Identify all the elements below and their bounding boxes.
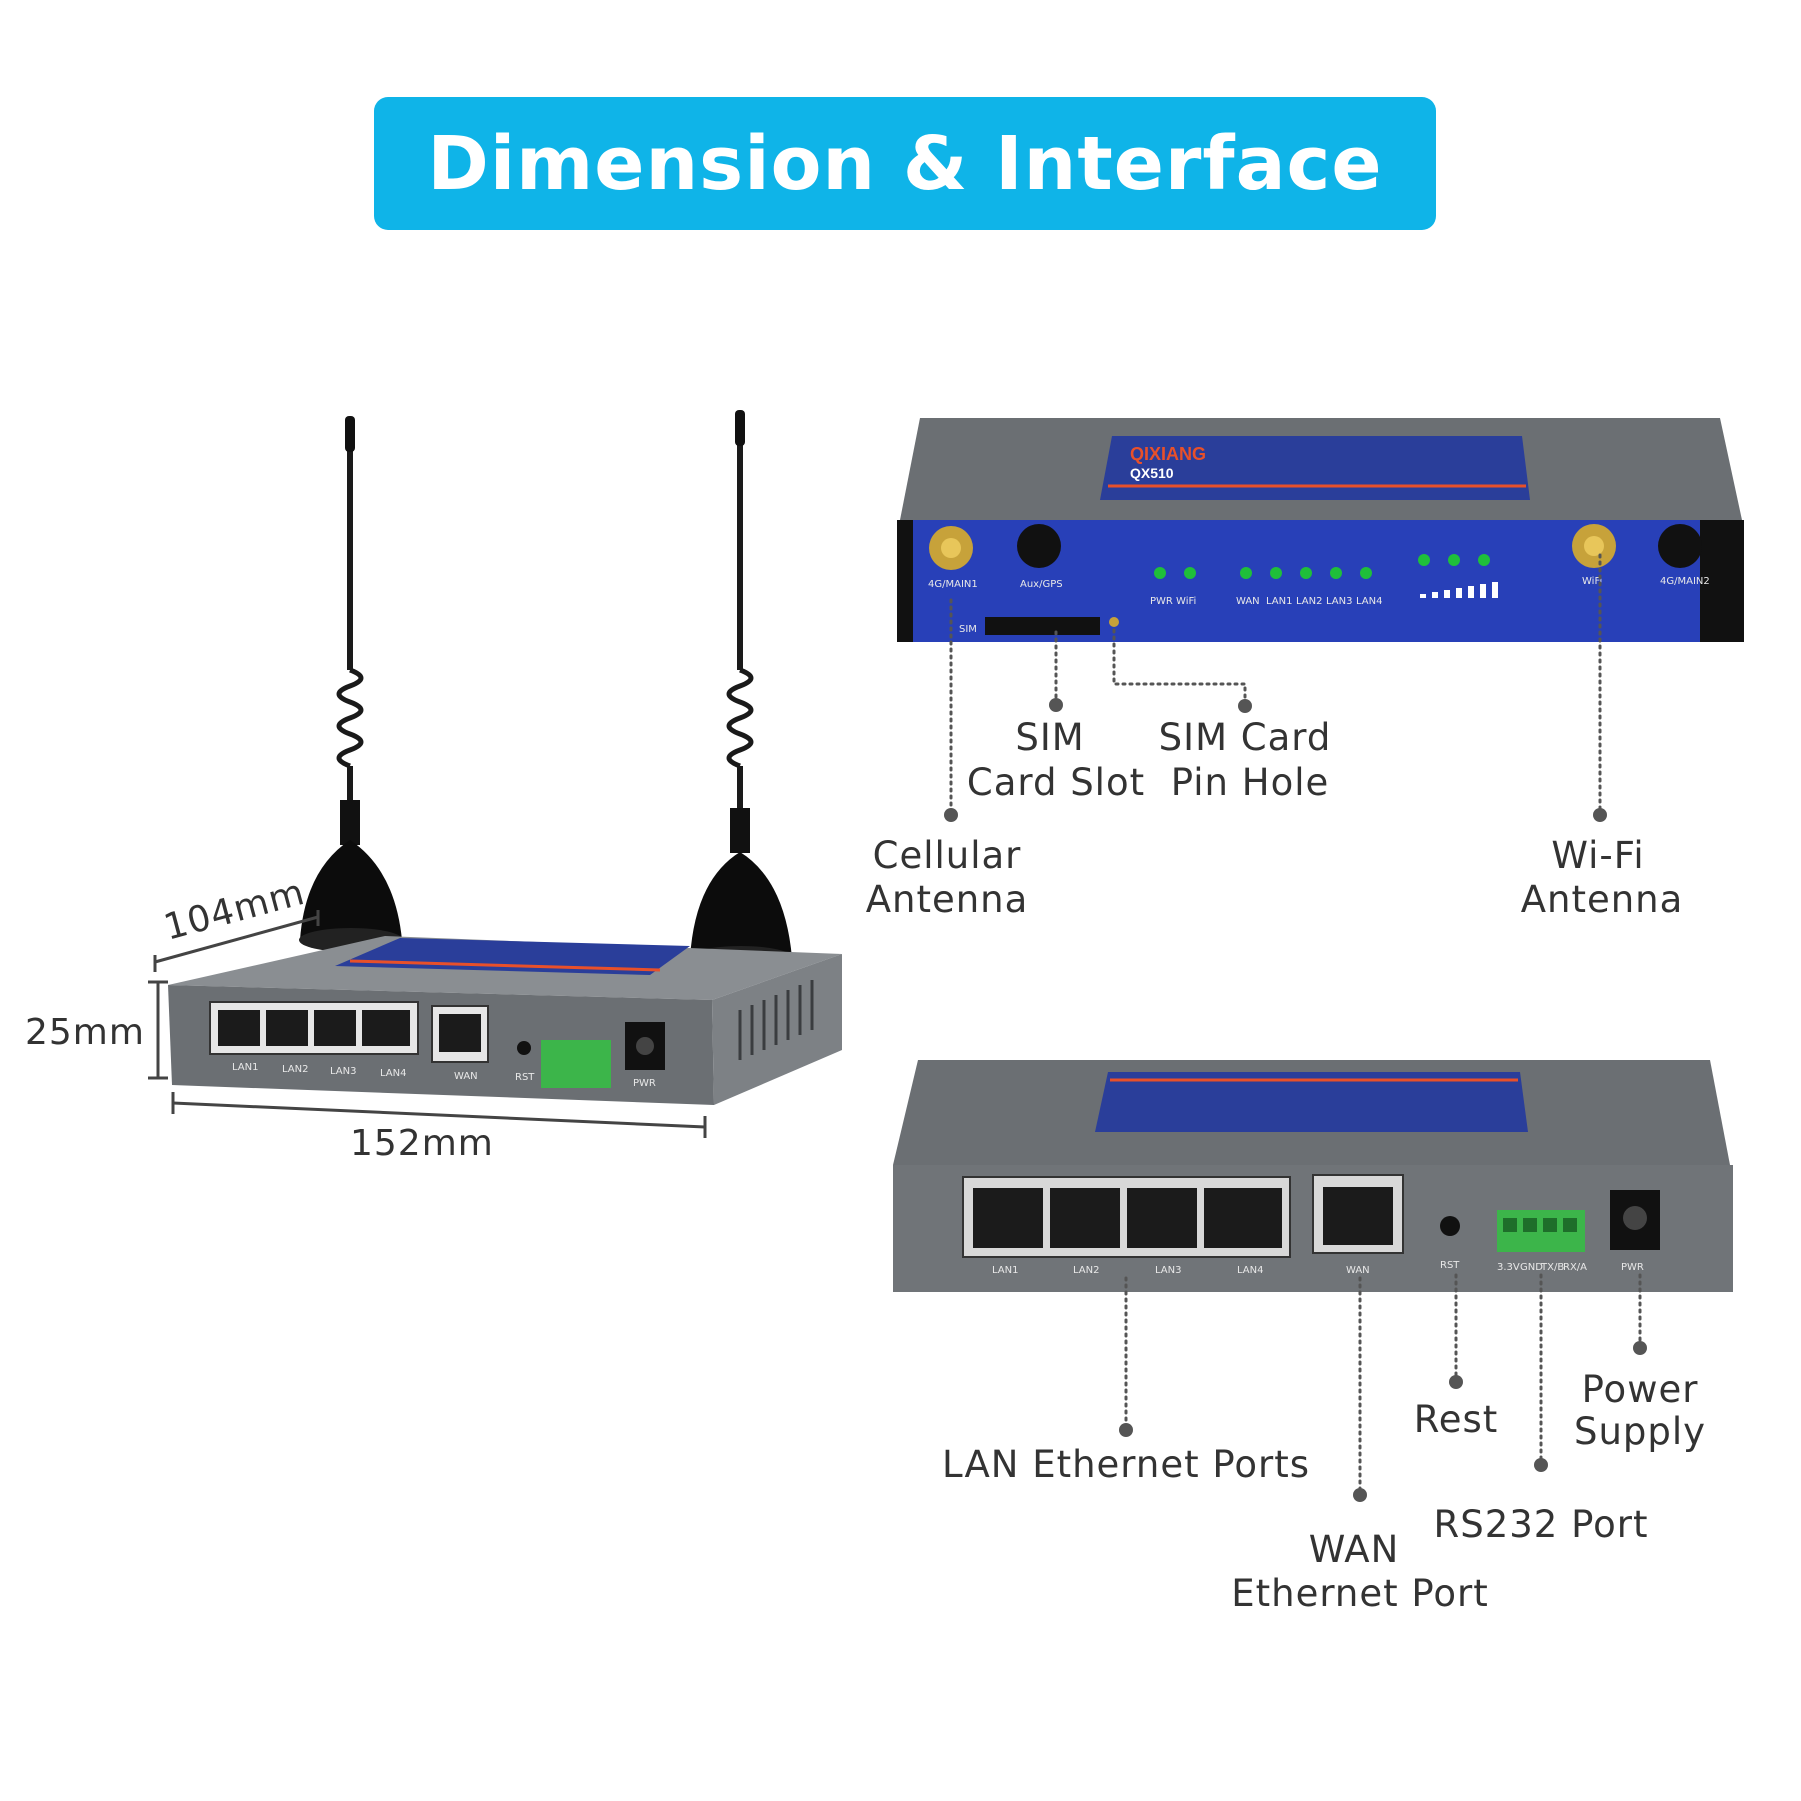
svg-text:WAN: WAN [1236,596,1260,607]
svg-text:4G/MAIN2: 4G/MAIN2 [1660,576,1710,587]
title-banner: Dimension & Interface [374,97,1436,230]
svg-text:4G/MAIN1: 4G/MAIN1 [928,579,978,590]
svg-text:PWR: PWR [1621,1262,1644,1273]
label-lan-ethernet-ports: LAN Ethernet Ports [942,1443,1310,1486]
svg-text:Aux/GPS: Aux/GPS [1020,579,1063,590]
rear-label-plate [1095,1072,1528,1132]
svg-text:LAN3: LAN3 [1326,596,1352,607]
router-perspective-view: LAN1 LAN2 LAN3 LAN4 WAN RST PWR [168,410,842,1105]
router-label-plate [335,938,690,975]
svg-text:LAN3: LAN3 [1155,1265,1181,1276]
antenna-left [299,416,403,952]
svg-text:LAN1: LAN1 [992,1265,1018,1276]
svg-text:LAN4: LAN4 [1237,1265,1263,1276]
front-sim-pin-hole [1109,617,1119,627]
front-brand-text: QIXIANG [1130,444,1206,464]
svg-text:PWR WiFi: PWR WiFi [1150,596,1196,607]
front-main2-cap [1658,524,1702,568]
svg-text:PWR: PWR [633,1078,656,1089]
front-aux-gps-cap [1017,524,1061,568]
banner-title: Dimension & Interface [427,120,1383,207]
rear-markings: LAN1 LAN2 LAN3 LAN4 WAN RST 3.3V GND TX/… [992,1260,1644,1276]
router-port-markings: LAN1 LAN2 LAN3 LAN4 WAN RST PWR [232,1062,656,1089]
front-markings: 4G/MAIN1 Aux/GPS SIM PWR WiFi WAN LAN1 L… [928,576,1710,635]
rear-wan-port [1323,1187,1393,1245]
dimension-lines [148,910,707,1138]
svg-text:3.3V: 3.3V [1497,1262,1520,1273]
svg-text:LAN1: LAN1 [1266,596,1292,607]
label-rs232-port: RS232 Port [1434,1503,1649,1546]
svg-text:LAN4: LAN4 [380,1068,406,1079]
front-label-plate [1100,436,1530,500]
svg-text:WiFi: WiFi [1582,576,1602,587]
svg-text:LAN2: LAN2 [1073,1265,1099,1276]
height-dimension-label: 25mm [25,1012,145,1053]
svg-text:RST: RST [515,1072,535,1083]
router-front-panel-view: QIXIANG QX510 [897,418,1744,642]
width-dimension-label: 152mm [350,1123,494,1164]
front-model-text: QX510 [1130,465,1174,481]
svg-text:WAN: WAN [454,1071,478,1082]
front-signal-bars [1420,582,1498,598]
router-rear-panel-view: LAN1 LAN2 LAN3 LAN4 WAN RST 3.3V GND TX/… [893,1060,1733,1292]
svg-text:SIM: SIM [959,624,977,635]
rear-lan-ports [973,1188,1282,1248]
svg-text:LAN4: LAN4 [1356,596,1382,607]
front-sim-slot [985,617,1100,635]
depth-dimension-label: 104mm [160,872,310,949]
front-panel-leader-lines [944,553,1607,822]
svg-text:RST: RST [1440,1260,1460,1271]
svg-text:LAN2: LAN2 [282,1064,308,1075]
rear-panel-leader-lines [1119,1273,1647,1502]
svg-text:TX/B: TX/B [1540,1262,1564,1273]
router-terminal-block [541,1040,611,1088]
svg-text:WAN: WAN [1346,1265,1370,1276]
antenna-right [689,410,793,970]
svg-text:LAN1: LAN1 [232,1062,258,1073]
svg-text:LAN2: LAN2 [1296,596,1322,607]
svg-text:RX/A: RX/A [1563,1262,1587,1273]
rear-reset-button [1440,1216,1460,1236]
front-sma-connector-1 [929,526,973,570]
svg-text:GND: GND [1520,1262,1543,1273]
front-leds [1154,554,1490,579]
label-reset: Rest [1414,1398,1499,1441]
svg-text:LAN3: LAN3 [330,1066,356,1077]
front-sma-connector-2 [1572,524,1616,568]
